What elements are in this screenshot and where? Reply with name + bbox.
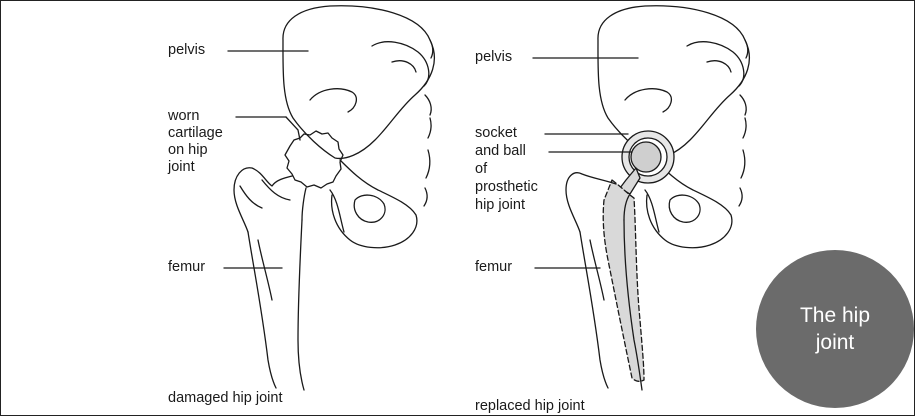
label-prosthesis-line-4: prosthetic (475, 179, 538, 196)
label-prosthesis-line-3: of (475, 161, 487, 178)
badge-title: The hip joint (780, 302, 890, 356)
label-worn-cartilage-line-4: joint (168, 159, 195, 176)
label-worn-cartilage-line-1: worn (168, 108, 199, 125)
label-femur-left: femur (168, 259, 205, 276)
label-prosthesis-line-5: hip joint (475, 197, 525, 214)
label-femur-right: femur (475, 259, 512, 276)
caption-replaced-hip-joint: replaced hip joint (475, 398, 585, 415)
label-pelvis-right: pelvis (475, 49, 512, 66)
label-worn-cartilage-line-2: cartilage (168, 125, 223, 142)
left-pelvis-bone (283, 6, 434, 248)
label-prosthesis-line-1: socket (475, 125, 517, 142)
label-pelvis-left: pelvis (168, 42, 205, 59)
label-worn-cartilage-line-3: on hip (168, 142, 208, 159)
title-badge: The hip joint (756, 250, 914, 408)
caption-damaged-hip-joint: damaged hip joint (168, 390, 282, 407)
label-prosthesis-line-2: and ball (475, 143, 526, 160)
left-leader-lines (224, 51, 308, 268)
left-femur-bone (234, 131, 343, 390)
prosthetic-implant (603, 131, 674, 381)
